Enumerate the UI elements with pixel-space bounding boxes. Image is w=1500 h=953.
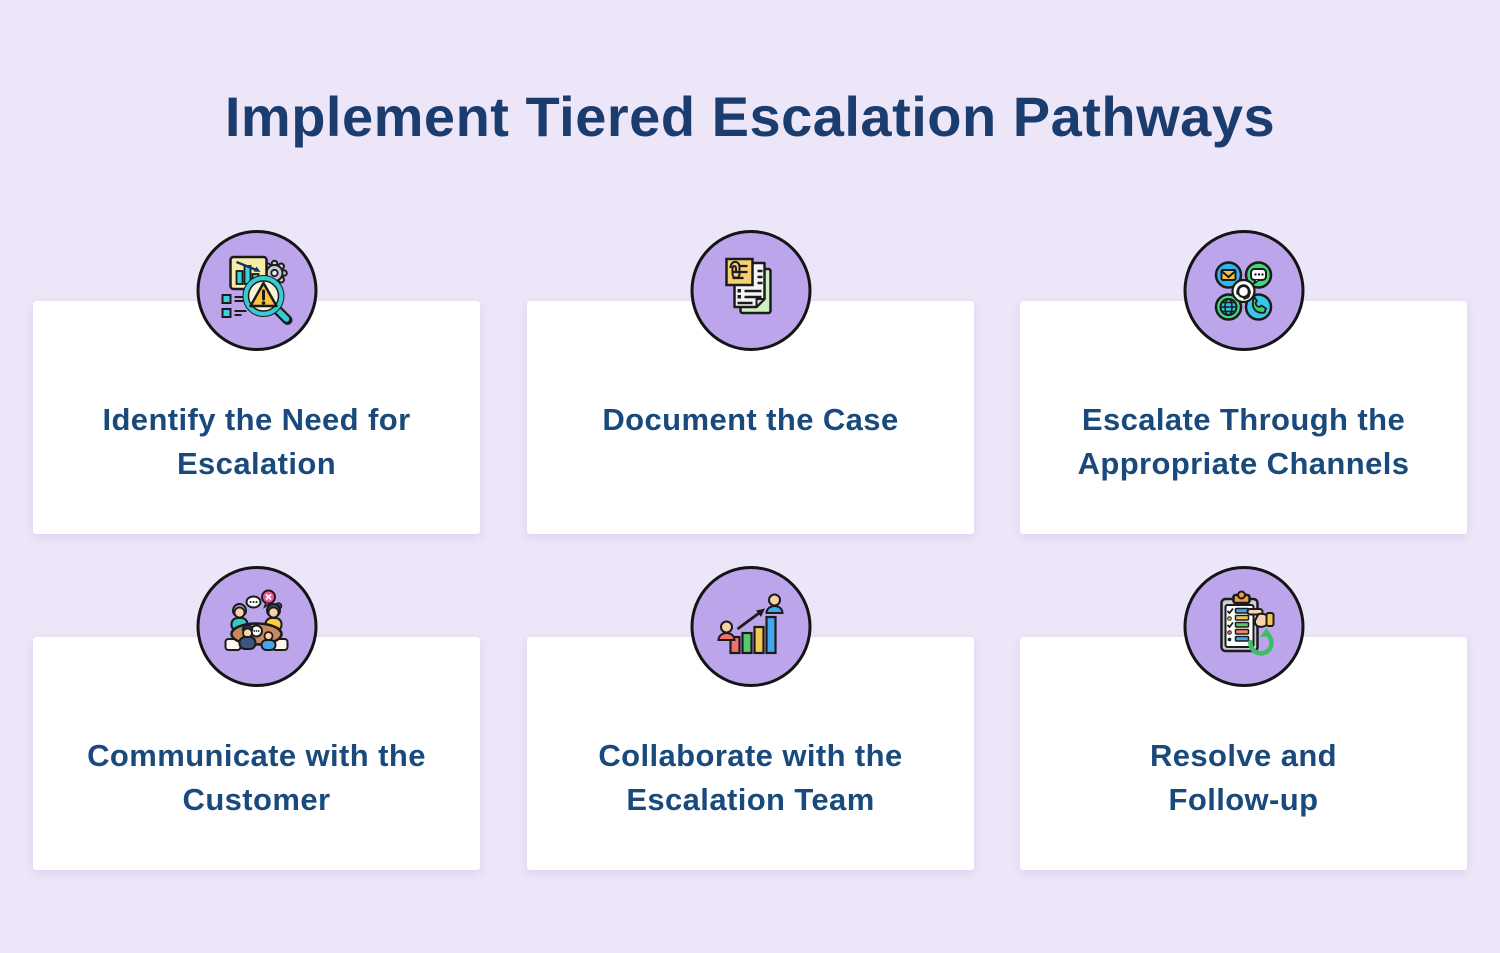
card-label: Escalate Through the Appropriate Channel…: [1077, 402, 1410, 481]
growth-chart-people-icon: [717, 593, 784, 654]
report-magnifier-warning-icon: [221, 255, 293, 325]
card-label: Communicate with the Customer: [87, 738, 426, 817]
card-escalate-channels: Escalate Through the Appropriate Channel…: [1020, 230, 1467, 534]
icon-badge: [1183, 566, 1304, 687]
icon-badge: [690, 230, 811, 351]
communication-channels-icon: [1214, 260, 1273, 321]
checklist-refresh-hand-icon: [1220, 590, 1275, 656]
card-collaborate-team: Collaborate with the Escalation Team: [527, 566, 974, 870]
card-label: Resolve and Follow-up: [1149, 738, 1338, 817]
document-notes-paperclip-icon: [725, 257, 772, 314]
card-identify-need: Identify the Need for Escalation: [33, 230, 480, 534]
icon-badge: [690, 566, 811, 687]
icon-badge: [196, 566, 317, 687]
card-label: Document the Case: [602, 402, 899, 437]
icon-badge: [1183, 230, 1304, 351]
card-label: Collaborate with the Escalation Team: [598, 738, 903, 817]
icon-badge: [196, 230, 317, 351]
card-communicate-customer: Communicate with the Customer: [33, 566, 480, 870]
card-label: Identify the Need for Escalation: [102, 402, 411, 481]
card-resolve-followup: Resolve and Follow-up: [1020, 566, 1467, 870]
card-document-case: Document the Case: [527, 230, 974, 534]
customer-meeting-table-icon: [224, 589, 289, 651]
page-title: Implement Tiered Escalation Pathways: [224, 85, 1276, 148]
